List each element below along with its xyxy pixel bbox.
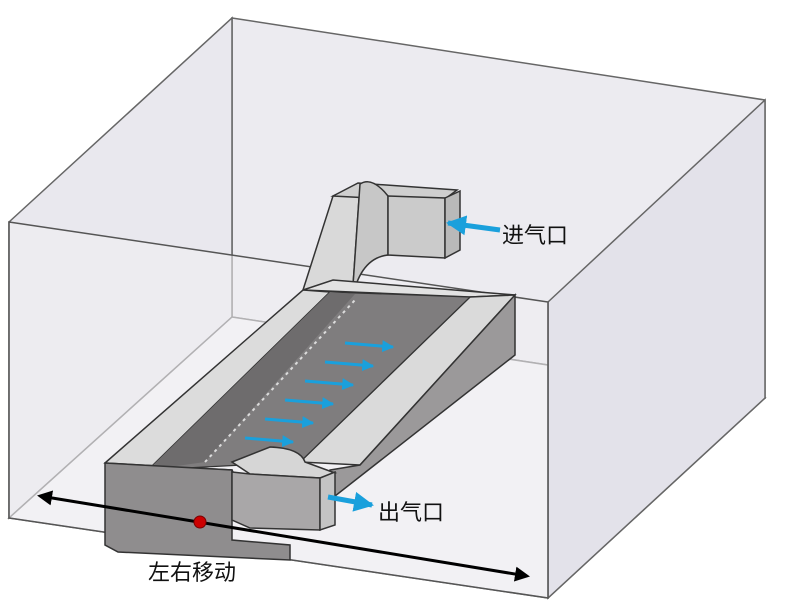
movement-double-arrow bbox=[37, 490, 530, 582]
outlet-label: 出气口 bbox=[378, 501, 444, 526]
outlet-duct-side bbox=[319, 470, 336, 532]
outlet-duct-front bbox=[231, 471, 321, 531]
movement-label: 左右移动 bbox=[148, 561, 236, 586]
inner-vent-line bbox=[204, 299, 356, 463]
flow-arrow bbox=[244, 435, 295, 448]
inlet-label: 进气口 bbox=[502, 224, 568, 249]
flow-arrow bbox=[304, 378, 355, 391]
inlet-arrow bbox=[446, 215, 501, 236]
flow-arrow-group bbox=[244, 340, 395, 448]
trough-inner-wall bbox=[148, 292, 355, 470]
inlet-duct-front bbox=[387, 195, 446, 259]
center-marker-dot bbox=[193, 515, 207, 529]
flow-arrow bbox=[284, 397, 335, 410]
flow-arrow bbox=[344, 340, 395, 353]
flow-arrow bbox=[264, 416, 315, 429]
flow-arrow bbox=[324, 359, 375, 372]
